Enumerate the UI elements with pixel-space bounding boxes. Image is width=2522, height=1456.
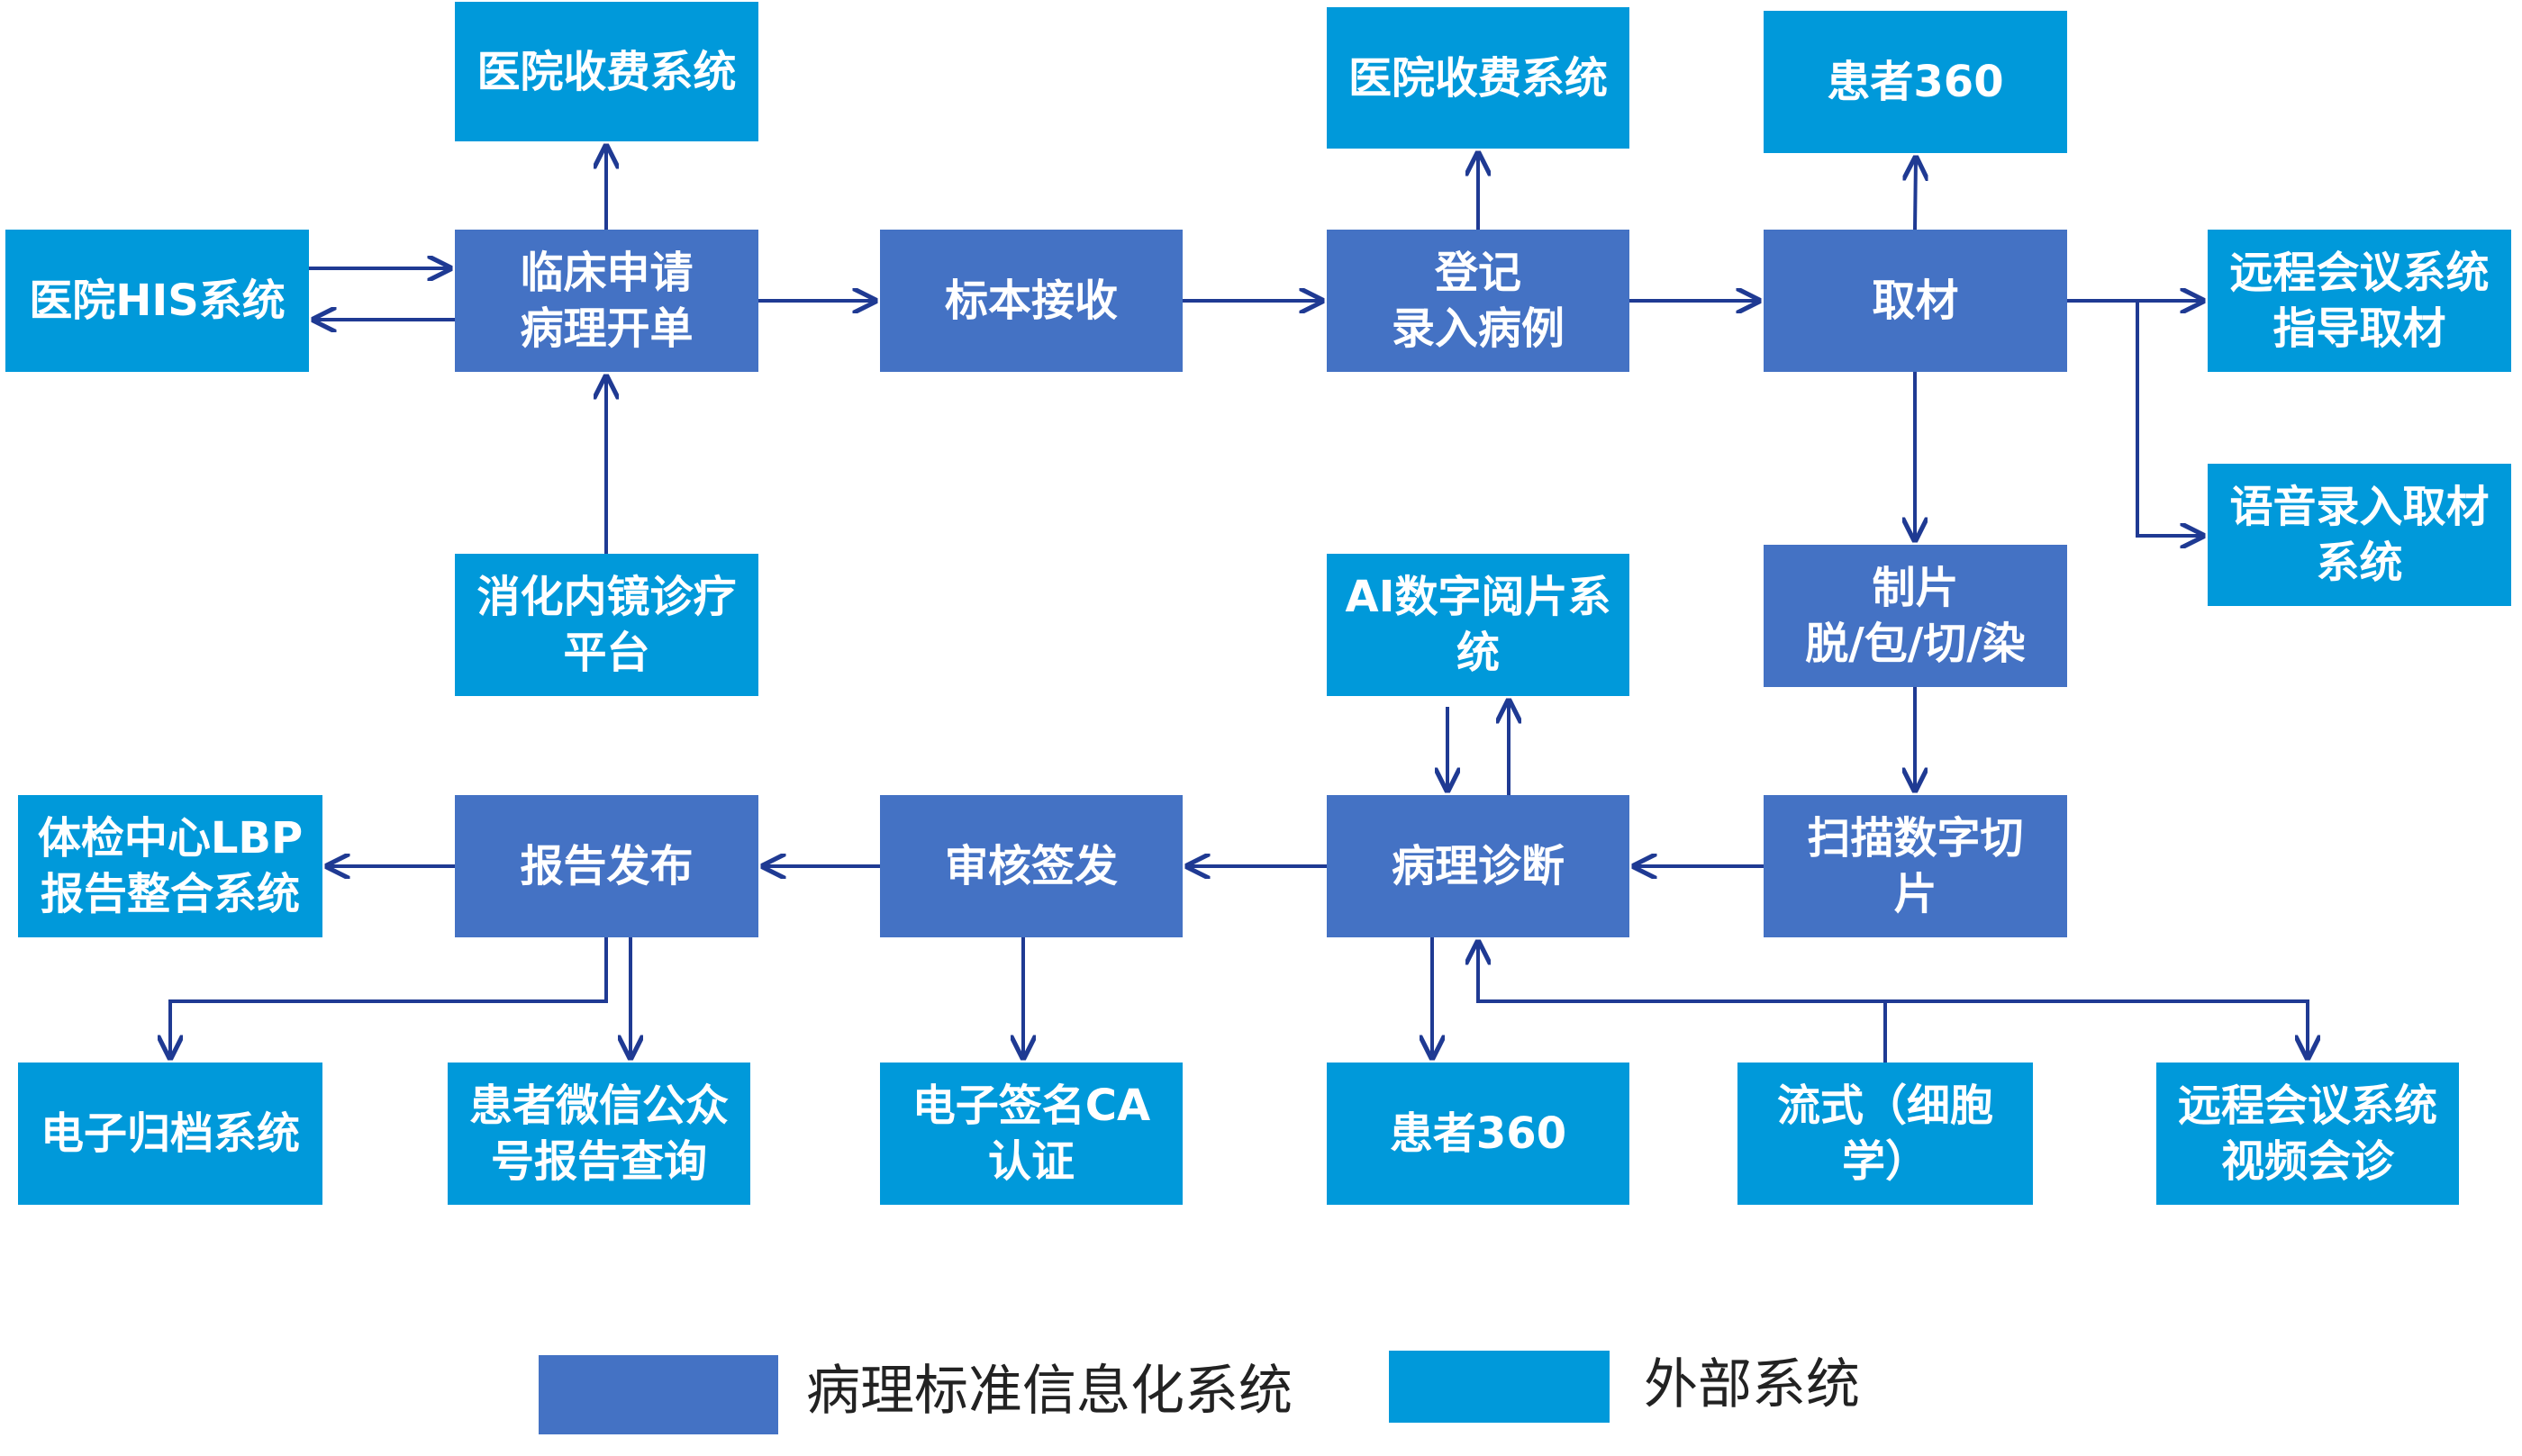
node-label-line: 学） xyxy=(1841,1136,1928,1187)
node-label-line: 扫描数字切 xyxy=(1807,813,2024,864)
node-label-line: 远程会议系统 xyxy=(2229,248,2490,298)
node-flow: 流式（细胞学） xyxy=(1737,1063,2033,1205)
node-label-line: 远程会议系统 xyxy=(2177,1081,2437,1131)
node-label-line: 电子签名CA xyxy=(912,1081,1151,1131)
node-label-line: 患者微信公众 xyxy=(468,1081,729,1131)
edge-publish-to-archive xyxy=(170,937,608,1058)
edge-grossing-to-voice-entry xyxy=(2136,301,2203,536)
node-register: 登记录入病例 xyxy=(1327,230,1629,372)
node-endoscopy: 消化内镜诊疗平台 xyxy=(455,554,758,696)
node-patient360-top: 患者360 xyxy=(1764,11,2067,153)
node-diagnosis: 病理诊断 xyxy=(1327,795,1629,937)
node-label-line: 患者360 xyxy=(1827,57,2004,107)
node-label-line: 指导取材 xyxy=(2273,303,2446,354)
node-label-line: 电子归档系统 xyxy=(40,1108,300,1159)
node-label-line: 报告发布 xyxy=(520,841,694,891)
node-label-line: 号报告查询 xyxy=(490,1136,707,1187)
node-label-line: 统 xyxy=(1456,628,1500,678)
node-label-line: 认证 xyxy=(987,1136,1075,1187)
legend-label-external: 外部系统 xyxy=(1644,1353,1860,1416)
node-order: 临床申请病理开单 xyxy=(455,230,758,372)
node-label-line: 医院收费系统 xyxy=(476,46,737,97)
node-label-line: 脱/包/切/染 xyxy=(1805,619,2026,669)
node-label-line: 录入病例 xyxy=(1391,303,1565,354)
node-review: 审核签发 xyxy=(880,795,1183,937)
node-label-line: 病理诊断 xyxy=(1391,841,1565,891)
node-label-line: 片 xyxy=(1893,869,1937,919)
node-label-line: 体检中心LBP xyxy=(37,813,304,864)
node-label-line: 平台 xyxy=(563,628,650,678)
node-label-line: 流式（细胞 xyxy=(1776,1081,1993,1131)
node-label-line: 报告整合系统 xyxy=(40,869,300,919)
node-label-line: AI数字阅片系 xyxy=(1345,572,1611,622)
node-label-line: 标本接收 xyxy=(944,276,1118,326)
edge-flow-to-diagnosis xyxy=(1478,942,1887,1063)
node-label-line: 审核签发 xyxy=(944,841,1118,891)
node-wechat: 患者微信公众号报告查询 xyxy=(448,1063,750,1205)
edge-bus-to-remote-consult xyxy=(1885,999,2308,1058)
node-ai-reading: AI数字阅片系统 xyxy=(1327,554,1629,696)
edge-grossing-to-patient360 xyxy=(1915,158,1916,231)
node-receive: 标本接收 xyxy=(880,230,1183,372)
node-label-line: 患者360 xyxy=(1389,1108,1567,1159)
node-patient360-bottom: 患者360 xyxy=(1327,1063,1629,1205)
node-label-line: 消化内镜诊疗 xyxy=(476,572,737,622)
node-publish: 报告发布 xyxy=(455,795,758,937)
node-remote-guide: 远程会议系统指导取材 xyxy=(2208,230,2511,372)
node-archive: 电子归档系统 xyxy=(18,1063,322,1205)
node-label-line: 视频会诊 xyxy=(2220,1136,2394,1187)
node-label-line: 取材 xyxy=(1872,276,1959,326)
legend-label-internal: 病理标准信息化系统 xyxy=(806,1360,1293,1423)
node-scan: 扫描数字切片 xyxy=(1764,795,2067,937)
node-label-line: 医院收费系统 xyxy=(1347,52,1608,104)
node-remote-consult: 远程会议系统视频会诊 xyxy=(2156,1063,2459,1205)
node-label-line: 登记 xyxy=(1434,248,1521,298)
node-slide-making: 制片脱/包/切/染 xyxy=(1764,545,2067,687)
node-label-line: 病理开单 xyxy=(520,303,694,354)
node-his: 医院HIS系统 xyxy=(5,230,309,372)
node-label-line: 临床申请 xyxy=(520,248,694,298)
node-billing-2: 医院收费系统 xyxy=(1327,7,1629,149)
node-label-line: 语音录入取材 xyxy=(2229,482,2490,532)
node-grossing: 取材 xyxy=(1764,230,2067,372)
node-label-line: 制片 xyxy=(1872,563,1959,613)
node-label-line: 医院HIS系统 xyxy=(29,276,286,326)
node-billing-1: 医院收费系统 xyxy=(455,2,758,141)
node-label-line: 系统 xyxy=(2316,538,2403,588)
legend-swatch-internal xyxy=(539,1355,778,1434)
legend-swatch-external xyxy=(1389,1351,1610,1423)
node-voice-entry: 语音录入取材系统 xyxy=(2208,464,2511,606)
